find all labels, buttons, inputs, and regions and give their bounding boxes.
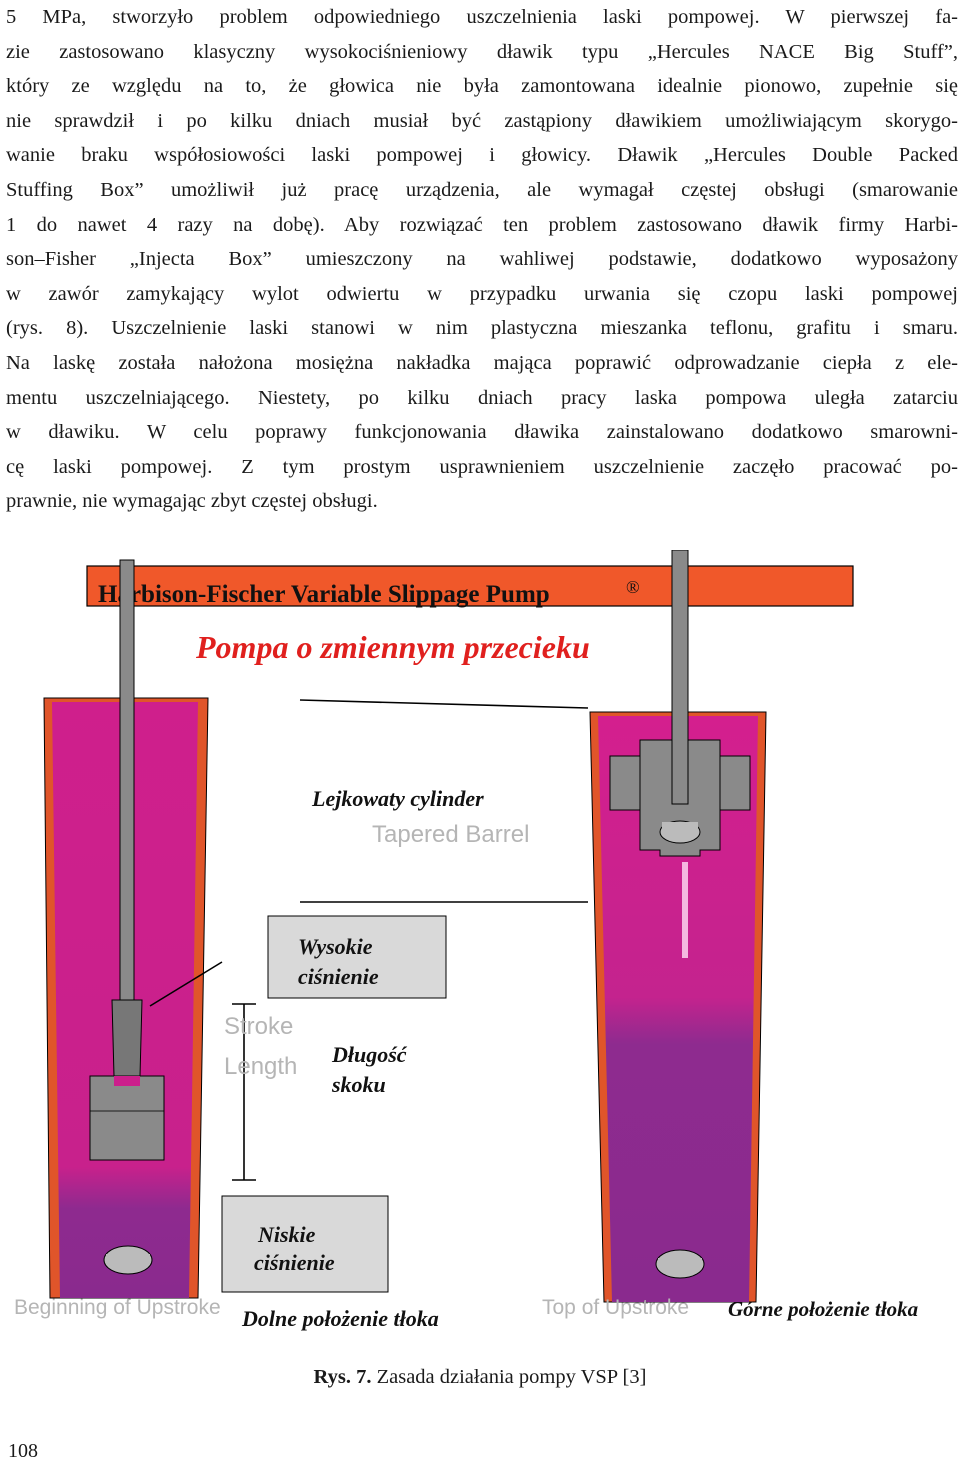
text-line: (rys. 8). Uszczelnienie laski stanowi w … xyxy=(6,317,958,340)
text-line: który ze względu na to, że głowica nie b… xyxy=(6,75,958,98)
text-line: Na laskę została nałożona mosiężna nakła… xyxy=(6,351,958,374)
text-line: 1 do nawet 4 razy na dobę). Aby rozwiąza… xyxy=(6,213,958,236)
text-line: mentu uszczelniającego. Niestety, po kil… xyxy=(6,386,958,409)
high-pressure-label-2: ciśnienie xyxy=(298,964,379,989)
subtitle-pl: Pompa o zmiennym przecieku xyxy=(195,629,590,665)
beginning-upstroke-en: Beginning of Upstroke xyxy=(14,1296,221,1319)
tapered-barrel-label-pl: Lejkowaty cylinder xyxy=(311,786,484,811)
text-line: w zawór zamykający wylot odwiertu w przy… xyxy=(6,282,958,305)
registered-mark: ® xyxy=(626,577,640,597)
text-line: nie sprawdził i po kilku dniach musiał b… xyxy=(6,109,958,132)
text-line: Stuffing Box” umożliwił już pracę urządz… xyxy=(6,178,958,201)
stroke-label-pl-2: skoku xyxy=(331,1072,386,1097)
top-position-pl: Górne położenie tłoka xyxy=(728,1297,918,1321)
vsp-pump-diagram: Harbison-Fischer Variable Slippage Pump … xyxy=(14,550,918,1331)
right-leak-stream xyxy=(682,862,688,958)
tapered-barrel-top-line xyxy=(299,699,589,709)
left-plunger xyxy=(89,999,165,1161)
high-pressure-box xyxy=(267,915,447,999)
text-line: cę laski pompowej. Z tym prostym usprawn… xyxy=(6,455,958,478)
top-upstroke-en: Top of Upstroke xyxy=(542,1296,689,1319)
left-sucker-rod xyxy=(119,559,135,1003)
text-line: wanie braku współosiowości laski pompowe… xyxy=(6,144,958,167)
tapered-barrel-label-en: Tapered Barrel xyxy=(372,821,529,848)
text-line: zie zastosowano klasyczny wysokociśnieni… xyxy=(6,40,958,63)
text-line: son–Fisher „Injecta Box” umieszczony na … xyxy=(6,248,958,271)
stroke-label-en-1: Stroke xyxy=(224,1013,293,1040)
banner-title: Harbison-Fischer Variable Slippage Pump xyxy=(98,581,550,608)
right-pump xyxy=(589,550,767,1303)
high-pressure-leader xyxy=(149,961,223,1007)
low-pressure-box xyxy=(221,1195,389,1293)
right-plunger xyxy=(609,739,751,857)
left-pump xyxy=(43,559,209,1299)
right-barrel-fluid xyxy=(598,716,758,1302)
page-number: 108 xyxy=(8,1440,38,1462)
figure-caption: Rys. 7. Zasada działania pompy VSP [3] xyxy=(0,1366,960,1389)
title-banner xyxy=(86,565,854,607)
text-line: 5 MPa, stworzyło problem odpowiedniego u… xyxy=(6,6,958,28)
low-pressure-label-2: ciśnienie xyxy=(254,1250,335,1275)
high-pressure-label-1: Wysokie xyxy=(298,934,373,959)
right-sucker-rod xyxy=(671,550,689,805)
text-line: w dławiku. W celu poprawy funkcjonowania… xyxy=(6,421,958,444)
body-paragraph: 5 MPa, stworzyło problem odpowiedniego u… xyxy=(6,0,958,519)
caption-label: Rys. 7. xyxy=(313,1366,372,1388)
bottom-position-pl: Dolne położenie tłoka xyxy=(241,1306,439,1331)
caption-text: Zasada działania pompy VSP [3] xyxy=(371,1366,647,1388)
low-pressure-label-1: Niskie xyxy=(257,1222,316,1247)
text-line: prawnie, nie wymagając zbyt częstej obsł… xyxy=(6,490,378,513)
stroke-label-pl-1: Długość xyxy=(331,1042,408,1067)
stroke-label-en-2: Length xyxy=(224,1053,297,1080)
